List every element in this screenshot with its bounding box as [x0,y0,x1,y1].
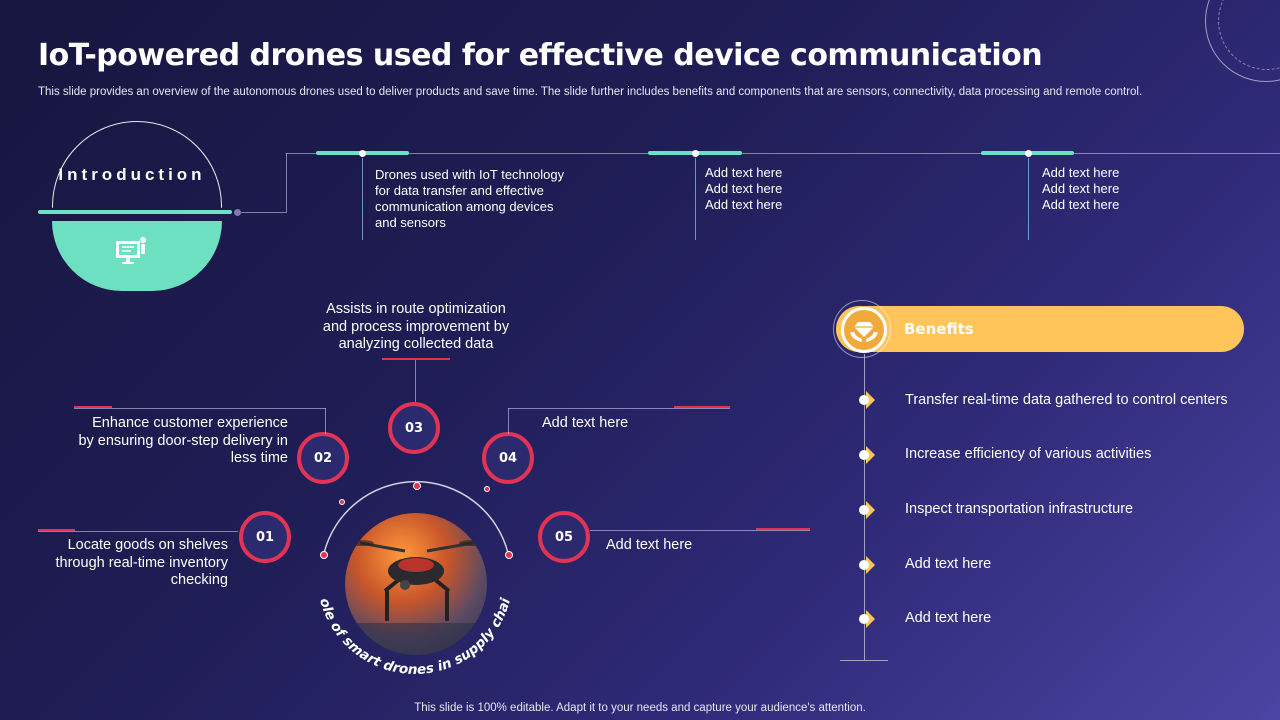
arc-dot-top [413,482,421,490]
benefits-icon-ring [833,300,891,358]
benefit-arrow-1 [866,391,875,409]
role-accent-01 [38,529,75,531]
arc-dot-left [320,551,328,559]
benefits-icon-circle [841,307,887,353]
role-pin-03: 03 [388,402,440,454]
role-caption-curve: Role of smart drones in supply chain [300,560,514,678]
benefit-arrow-3 [866,501,875,519]
role-caption: Role of smart drones in supply chain [300,560,514,678]
role-line-02-vertical [325,408,326,434]
footer-note: This slide is 100% editable. Adapt it to… [414,702,866,714]
page-title: IoT-powered drones used for effective de… [38,38,1043,73]
timeline-vline-2 [695,158,696,240]
timeline-connector-vertical [286,153,287,213]
timeline-line [286,153,1280,154]
benefit-dot-1 [859,395,869,405]
role-arc [323,481,509,554]
benefits-line-base [840,660,888,661]
timeline-dot-3 [1025,150,1032,157]
benefit-arrow-5 [866,610,875,628]
benefit-arrow-4 [866,556,875,574]
role-text-04: Add text here [542,415,629,431]
timeline-vline-1 [362,158,363,240]
role-line-03 [415,360,416,402]
intro-connector-dot [234,209,241,216]
drone-photo [345,513,487,655]
role-line-05 [590,530,810,531]
benefit-dot-5 [859,614,869,624]
arc-dot-tick-2 [484,486,490,492]
role-accent-02 [74,406,112,408]
role-line-04 [508,408,730,409]
benefits-label: Benefits [904,320,974,338]
timeline-vline-3 [1028,158,1029,240]
role-text-05: Add text here [606,537,693,553]
timeline-dot-2 [692,150,699,157]
diamond-hands-icon [850,322,878,342]
role-accent-03 [382,358,450,360]
role-line-04-vertical [508,408,509,434]
timeline-connector [241,212,286,213]
role-pin-01: 01 [239,511,291,563]
timeline-dot-1 [359,150,366,157]
role-pin-04: 04 [482,432,534,484]
intro-label: Introduction [58,165,206,184]
monitor-presenter-icon [116,237,146,264]
benefit-item-1: Transfer real-time data gathered to cont… [905,392,1228,408]
role-accent-05 [756,528,810,530]
arc-dot-right [505,551,513,559]
role-pin-02: 02 [297,432,349,484]
intro-bar [38,210,232,214]
role-line-02 [74,408,326,409]
benefit-dot-3 [859,505,869,515]
svg-text:Role of smart drones in supply: Role of smart drones in supply chain [300,560,514,678]
benefit-dot-4 [859,560,869,570]
role-accent-04 [674,406,730,408]
benefit-arrow-2 [866,446,875,464]
role-pin-05: 05 [538,511,590,563]
role-line-01 [38,531,238,532]
benefit-item-2: Increase efficiency of various activitie… [905,446,1152,462]
page-subtitle: This slide provides an overview of the a… [38,86,1143,98]
benefit-item-3: Inspect transportation infrastructure [905,501,1134,517]
benefit-item-5: Add text here [905,610,992,626]
benefit-item-4: Add text here [905,556,992,572]
arc-dot-tick-1 [339,499,345,505]
benefits-header [836,306,1244,352]
benefit-dot-2 [859,450,869,460]
